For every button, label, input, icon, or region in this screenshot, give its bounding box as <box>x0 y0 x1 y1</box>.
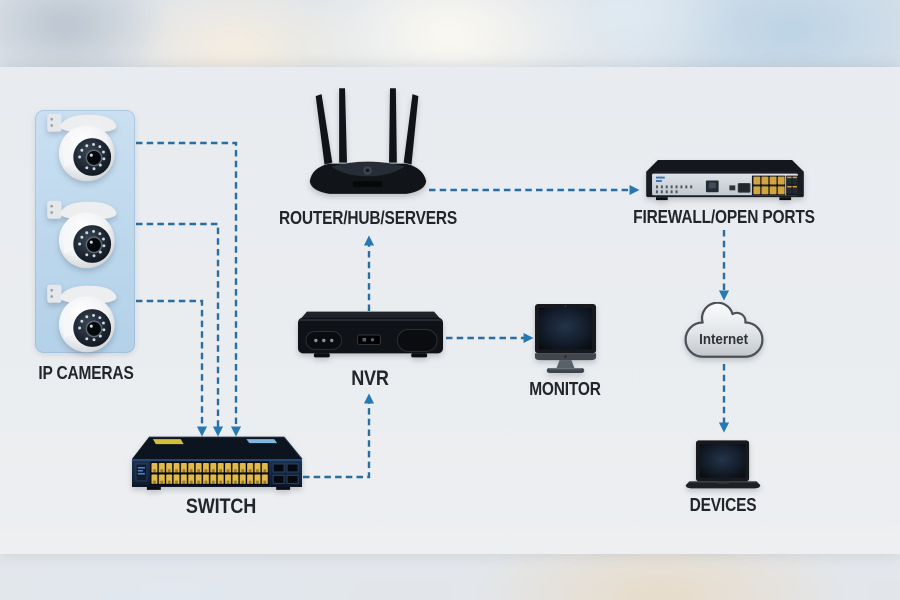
switch-label: SWITCH <box>185 495 257 518</box>
desktop-monitor-icon <box>533 303 598 374</box>
ip-camera-icon <box>38 112 132 184</box>
ip-cameras-label: IP CAMERAS <box>38 363 134 383</box>
connection-camera3-to-switch <box>136 299 208 437</box>
cloud-icon <box>683 302 765 367</box>
connection-camera1-to-switch <box>136 141 242 437</box>
connection-switch-to-nvr <box>303 393 375 479</box>
router-label: ROUTER/HUB/SERVERS <box>278 208 458 228</box>
internet-label: Internet <box>699 332 749 348</box>
connection-camera2-to-switch <box>136 222 224 437</box>
laptop-icon <box>682 437 764 494</box>
firewall-appliance-icon <box>642 158 808 205</box>
wifi-router-icon <box>302 86 434 204</box>
firewall-label: FIREWALL/OPEN PORTS <box>633 207 815 227</box>
nvr-recorder-icon <box>296 307 445 364</box>
monitor-label: MONITOR <box>529 379 601 399</box>
nvr-label: NVR <box>351 367 389 390</box>
ip-cameras-group <box>35 110 135 353</box>
devices-label: DEVICES <box>689 495 757 515</box>
ip-camera-icon <box>38 199 132 271</box>
ip-camera-icon <box>38 283 132 355</box>
network-switch-icon <box>129 433 306 495</box>
